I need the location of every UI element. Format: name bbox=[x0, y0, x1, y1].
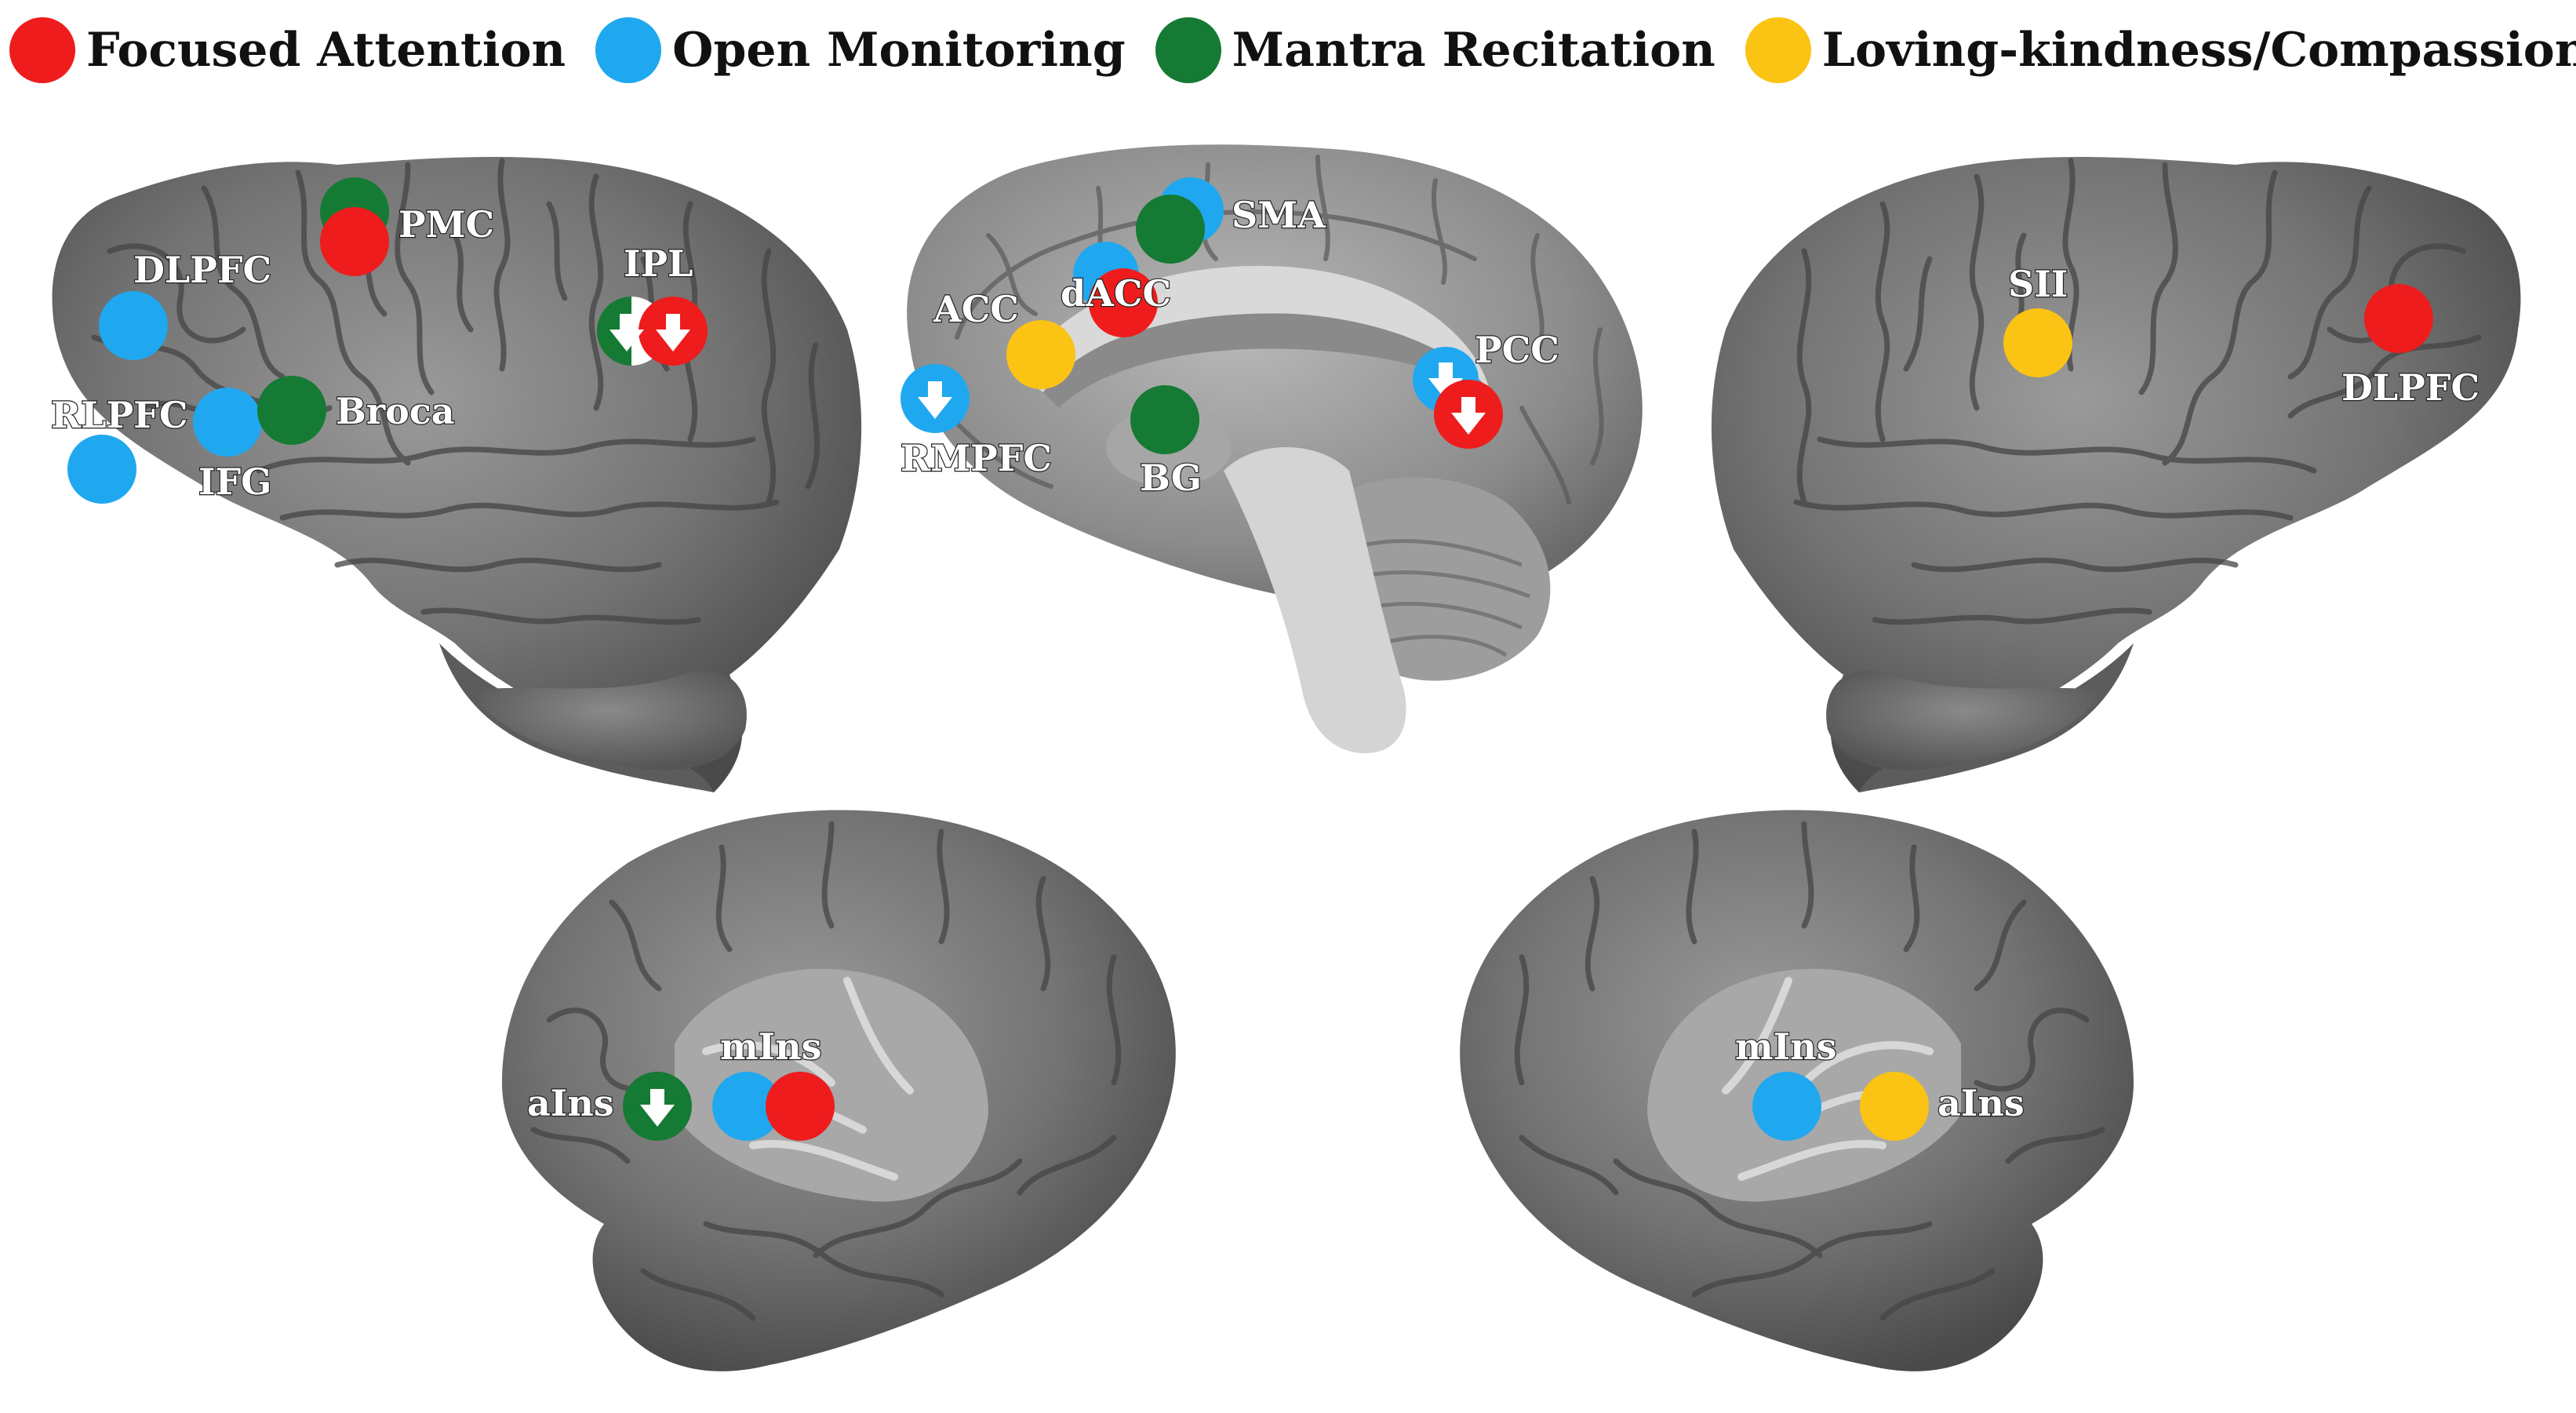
rlpfc-open-dot bbox=[67, 435, 136, 504]
ains-left-marker bbox=[623, 1072, 692, 1141]
dlpfc-left-open-dot bbox=[99, 291, 168, 360]
legend-label: Focused Attention bbox=[86, 23, 566, 78]
label-acc: ACC bbox=[933, 288, 1019, 330]
region-markers bbox=[67, 177, 2433, 1141]
label-rmpfc: RMPFC bbox=[901, 437, 1052, 479]
legend-label: Mantra Recitation bbox=[1232, 23, 1716, 78]
label-bg: BG bbox=[1140, 457, 1202, 499]
ifg-open-dot bbox=[193, 388, 262, 457]
sma-mantra-dot bbox=[1136, 195, 1205, 264]
ains-right-loving-dot bbox=[1860, 1072, 1929, 1141]
loving-kindness-dot bbox=[1745, 17, 1811, 83]
pmc-focused-dot bbox=[320, 207, 389, 276]
open-monitoring-dot bbox=[595, 17, 662, 83]
mantra-recitation-dot bbox=[1155, 17, 1221, 83]
mins-right-open-dot bbox=[1752, 1072, 1821, 1141]
label-ains-right: aIns bbox=[1937, 1082, 2025, 1124]
legend-item-open-monitoring: Open Monitoring bbox=[595, 17, 1126, 83]
label-pcc: PCC bbox=[1475, 329, 1559, 371]
focused-attention-dot bbox=[9, 17, 75, 83]
label-dlpfc-right: DLPFC bbox=[2341, 366, 2480, 409]
legend: Focused Attention Open Monitoring Mantra… bbox=[9, 17, 2576, 83]
label-ifg: IFG bbox=[198, 461, 271, 503]
ipl-marker bbox=[597, 297, 708, 366]
label-mins-right: mIns bbox=[1735, 1025, 1837, 1068]
legend-label: Loving-kindness/Compassion bbox=[1821, 23, 2576, 78]
label-dacc: dACC bbox=[1061, 272, 1171, 315]
legend-label: Open Monitoring bbox=[672, 23, 1126, 78]
pcc-marker bbox=[1413, 347, 1503, 449]
acc-loving-dot bbox=[1006, 320, 1075, 389]
rmpfc-marker bbox=[901, 364, 970, 433]
label-ipl: IPL bbox=[624, 242, 693, 285]
label-rlpfc: RLPFC bbox=[51, 394, 187, 436]
brain-right-lateral bbox=[1711, 157, 2521, 792]
label-pmc: PMC bbox=[398, 203, 494, 246]
legend-item-mantra-recitation: Mantra Recitation bbox=[1155, 17, 1716, 83]
label-ains-left: aIns bbox=[527, 1082, 614, 1124]
dacc-focused-dot bbox=[1089, 268, 1158, 337]
dlpfc-right-focused-dot bbox=[2364, 284, 2433, 353]
broca-mantra-dot bbox=[257, 376, 326, 445]
label-sma: SMA bbox=[1232, 194, 1326, 236]
label-dlpfc-left: DLPFC bbox=[133, 249, 271, 291]
legend-item-loving-kindness: Loving-kindness/Compassion bbox=[1745, 17, 2576, 83]
sii-loving-dot bbox=[2003, 308, 2072, 377]
mins-left-focused-dot bbox=[766, 1072, 835, 1141]
region-labels: PMC DLPFC IPL Broca RLPFC IFG SMA ACC dA… bbox=[50, 193, 2480, 1125]
label-mins-left: mIns bbox=[720, 1025, 822, 1068]
brain-left-insula bbox=[502, 810, 1176, 1371]
legend-item-focused-attention: Focused Attention bbox=[9, 17, 566, 83]
bg-mantra-dot bbox=[1130, 385, 1199, 454]
label-broca: Broca bbox=[336, 390, 455, 432]
mins-left-open-dot bbox=[712, 1072, 781, 1141]
label-sii: SII bbox=[2008, 263, 2068, 305]
